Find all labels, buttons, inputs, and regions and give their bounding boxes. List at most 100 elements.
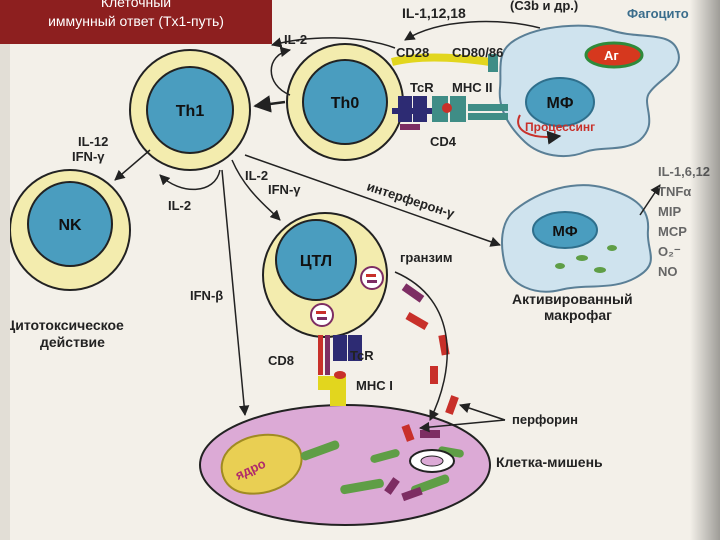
nk-nucleus [27,181,113,267]
label-il2-top: IL-2 [284,32,307,47]
label-ifn-g-left: IFN-γ [72,149,105,164]
cd8-receptor [325,335,330,375]
mhc-ii-stem [468,104,508,111]
label-cytotoxic-2: действие [40,334,105,350]
label-cd4: CD4 [430,134,457,149]
cd28-link [391,53,491,66]
cytokine-item: MIP [658,204,681,219]
mitochondrion [300,440,340,461]
slide-title: Клеточный иммунный ответ (Tx1-путь) [0,0,272,44]
ctl-label: ЦТЛ [300,253,332,270]
label-ag: Аг [604,48,619,63]
pore-center [420,455,444,467]
label-mhc-i: MHC I [356,378,393,393]
target-nucleus [220,433,303,495]
label-activated-2: макрофаг [544,307,612,323]
tcr-receptor-ctl [333,335,347,361]
label-interferon: интерферон-γ [365,179,457,222]
granule-content [316,311,326,314]
ctl-granule [310,303,334,327]
granule [607,245,617,251]
label-cd28: CD28 [396,45,429,60]
mitochondrion [370,449,400,463]
phagocyte-nucleus [525,77,595,127]
cd8-receptor [318,335,323,375]
page-edge [0,0,10,540]
granule [555,263,565,269]
label-il12: IL-12 [78,134,108,149]
arrow-ifn-b [221,169,250,417]
label-cd8: CD8 [268,353,294,368]
label-cd80-86: CD80/86 [452,45,503,60]
granzyme-granule [384,477,400,495]
label-granzyme: гранзим [400,250,453,265]
arrow-granzyme [394,271,448,421]
cytokine-list: IL-1,6,12 TNFα MIP MCP O₂⁻ NO [658,164,710,279]
mhc-ii-stem [468,113,508,120]
label-ifn-g-mid: IFN-γ [268,182,301,197]
label-il2-low: IL-2 [168,198,191,213]
label-ifn-b: IFN-β [190,288,223,303]
arrow-to-nk [114,149,151,181]
mf-top-label: МФ [547,95,574,112]
cytokine-item: NO [658,264,678,279]
activated-macrophage-nucleus [532,211,598,249]
title-line-1: Клеточный [100,0,172,10]
perforin-granule [445,395,459,415]
cd4-receptor [392,108,432,114]
th0-nucleus [302,59,388,145]
mhc-ii [432,96,448,122]
processing-arrow [517,114,562,145]
label-il2-mid: IL-2 [245,168,268,183]
antigen-peptide [334,371,346,379]
label-il1-12-18: IL-1,12,18 [402,5,466,21]
arrow-perforin-2 [418,419,506,433]
granzyme-granule [420,430,440,438]
cd80-marker [488,54,498,72]
granule [594,267,606,273]
label-mhc-ii: MHC II [452,80,492,95]
arrow-il1 [404,20,541,41]
arrow-th0-th1 [253,95,286,113]
arrow-perforin-1 [459,403,506,421]
th1-label: Th1 [176,103,205,120]
label-cytotoxic-1: Цитотоксическое [5,317,124,333]
ag-particle [584,41,644,69]
perforin-granule [430,366,438,384]
arrow-cytokines [639,184,661,216]
granule-content [317,317,327,320]
granule-content [366,274,376,277]
perforin-granule [401,424,415,442]
perforin-granule [405,312,429,330]
mhc-i [330,376,346,406]
antigen-peptide [442,103,452,113]
label-target-cell: Клетка-мишень [496,454,603,470]
label-tcr-top: TcR [410,80,434,95]
mhc-ii [450,96,466,122]
cytokine-item: TNFα [658,184,691,199]
label-tcr-low: TcR [350,348,374,363]
cytokine-item: O₂⁻ [658,244,681,259]
th0-label: Th0 [331,95,360,112]
title-line-2: иммунный ответ (Tx1-путь) [48,13,224,29]
arrow-to-ctl [231,159,281,221]
cd4-stem [400,124,420,130]
cytokine-item: IL-1,6,12 [658,164,710,179]
nk-label: NK [58,217,82,234]
page-shadow [690,0,720,540]
granzyme-granule [401,283,425,303]
label-perforin: перфорин [512,412,578,427]
granule [576,255,588,261]
mf-low-label: МФ [552,223,577,240]
granule-content [367,280,377,283]
ctl-granule [360,266,384,290]
th1-nucleus [146,66,234,154]
tcr-receptor-ctl [348,335,362,361]
label-c3b: (C3b и др.) [510,0,578,13]
granzyme-granule [401,486,423,502]
label-activated-1: Активированный [512,291,633,307]
arrow-il2-loop [270,46,292,96]
mitochondrion [340,478,384,495]
